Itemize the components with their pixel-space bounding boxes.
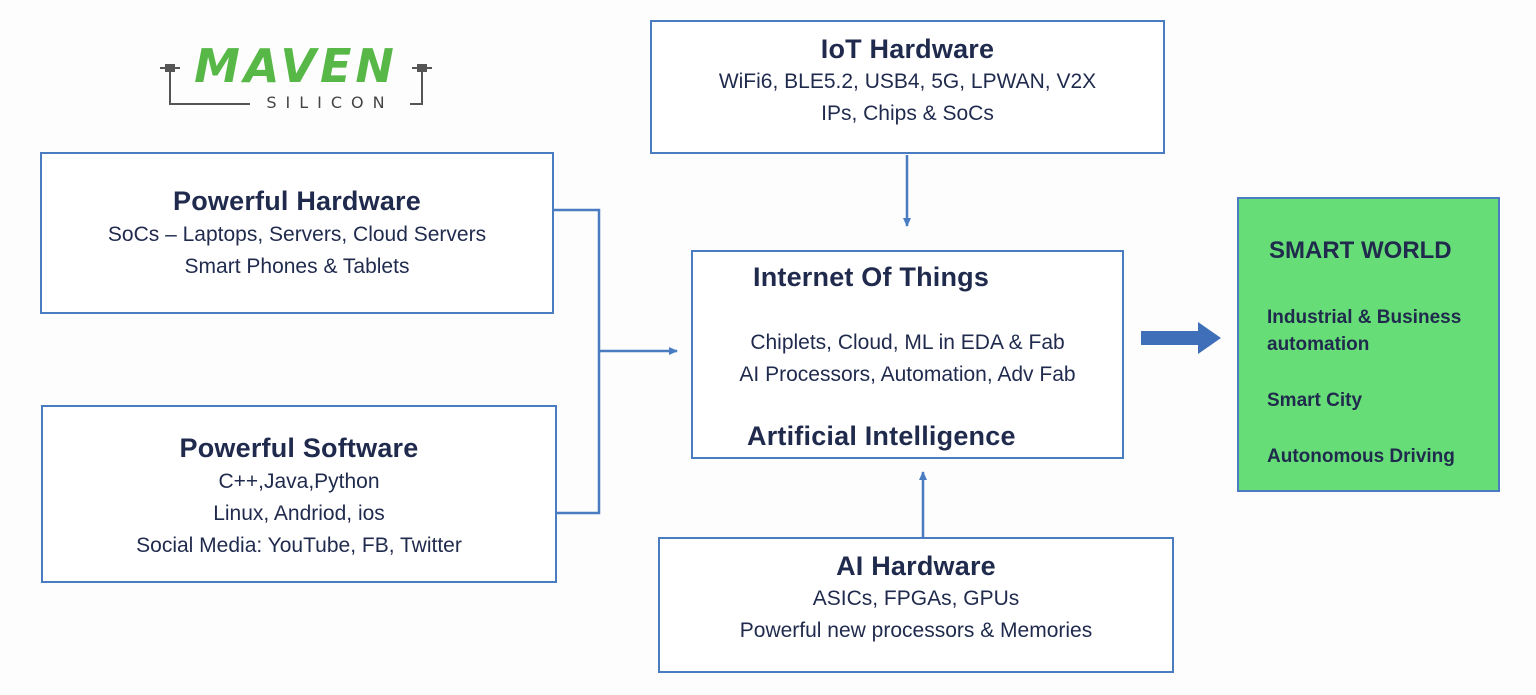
logo-wordmark: MAVEN: [194, 39, 398, 93]
powerful-software-title: Powerful Software: [179, 433, 419, 463]
center-body: Chiplets, Cloud, ML in EDA & Fab AI Proc…: [693, 327, 1122, 391]
iot-hardware-title: IoT Hardware: [820, 34, 995, 64]
powerful-software-line: Linux, Andriod, ios: [213, 502, 385, 525]
smart-world-box: SMART WORLD Industrial & Business automa…: [1237, 197, 1500, 492]
iot-hardware-box: IoT Hardware WiFi6, BLE5.2, USB4, 5G, LP…: [650, 20, 1165, 154]
iot-hardware-line: IPs, Chips & SoCs: [821, 102, 994, 125]
smart-world-item: Smart City: [1267, 390, 1363, 411]
powerful-hardware-title: Powerful Hardware: [173, 186, 421, 216]
center-line: AI Processors, Automation, Adv Fab: [739, 363, 1076, 386]
smart-world-item: Autonomous Driving: [1267, 446, 1455, 467]
smart-world-item: Industrial & Business automation: [1267, 307, 1462, 355]
powerful-software-line: Social Media: YouTube, FB, Twitter: [136, 534, 462, 557]
smart-world-title: SMART WORLD: [1269, 237, 1452, 264]
smart-world-list: Industrial & Business automation Smart C…: [1267, 304, 1488, 499]
ai-hardware-title: AI Hardware: [836, 551, 996, 581]
powerful-hardware-box: Powerful Hardware SoCs – Laptops, Server…: [40, 152, 554, 314]
powerful-software-box: Powerful Software C++,Java,Python Linux,…: [41, 405, 557, 583]
artificial-intelligence-title: Artificial Intelligence: [747, 421, 1016, 451]
iot-ai-center-box: Internet Of Things Chiplets, Cloud, ML i…: [691, 250, 1124, 459]
maven-silicon-logo: MAVEN SILICON: [160, 38, 432, 114]
iot-hardware-line: WiFi6, BLE5.2, USB4, 5G, LPWAN, V2X: [718, 70, 1097, 93]
logo-graphic: MAVEN SILICON: [160, 39, 432, 112]
ai-hardware-box: AI Hardware ASICs, FPGAs, GPUs Powerful …: [658, 537, 1174, 673]
powerful-hardware-line: Smart Phones & Tablets: [184, 255, 410, 278]
powerful-software-line: C++,Java,Python: [218, 470, 380, 493]
to-smart-world-arrow: [1141, 322, 1221, 354]
internet-of-things-title: Internet Of Things: [753, 262, 990, 292]
inputs-bracket-line: [554, 208, 601, 515]
ai-hardware-line: Powerful new processors & Memories: [739, 619, 1093, 642]
center-line: Chiplets, Cloud, ML in EDA & Fab: [750, 331, 1065, 354]
ai-hardware-line: ASICs, FPGAs, GPUs: [812, 587, 1020, 610]
powerful-hardware-line: SoCs – Laptops, Servers, Cloud Servers: [107, 223, 487, 246]
logo-subword: SILICON: [266, 93, 393, 112]
